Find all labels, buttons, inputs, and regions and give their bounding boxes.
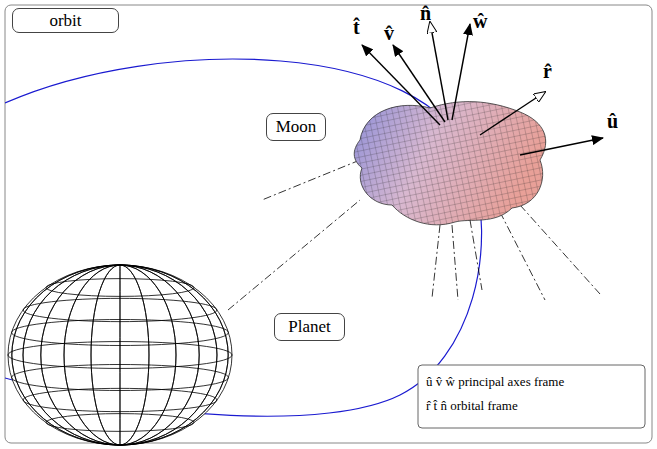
longitude-line [120, 265, 121, 445]
legend-text: r̂ t̂ n̂ orbital frame [426, 398, 518, 414]
node-text: orbit [49, 11, 81, 31]
axis-label: ŵ [473, 10, 487, 33]
node-text: Planet [288, 317, 331, 337]
longitude-line [64, 265, 176, 445]
axis-label: t̂ [353, 16, 360, 39]
label-box: Planet [274, 313, 345, 341]
moon-body [354, 102, 545, 225]
longitude-line [23, 265, 217, 445]
longitude-line [23, 265, 217, 445]
longitude-line [91, 265, 149, 445]
frame-arrows [362, 22, 603, 155]
longitude-line [41, 265, 199, 445]
axis-label: v̂ [384, 22, 394, 45]
axis-label: r̂ [543, 60, 552, 83]
label-box: Moon [266, 113, 326, 141]
axis-label: û [607, 110, 618, 133]
longitude-line [12, 265, 228, 445]
longitude-line [12, 265, 228, 445]
longitude-line [91, 265, 149, 445]
node-text: Moon [276, 117, 317, 137]
longitude-line [41, 265, 199, 445]
longitude-line [64, 265, 176, 445]
legend-box [418, 365, 645, 428]
planet-sphere [8, 265, 232, 445]
legend-text: û v̂ ŵ principal axes frame [426, 374, 564, 390]
label-box: orbit [12, 8, 119, 33]
axis-label: n̂ [420, 2, 431, 25]
